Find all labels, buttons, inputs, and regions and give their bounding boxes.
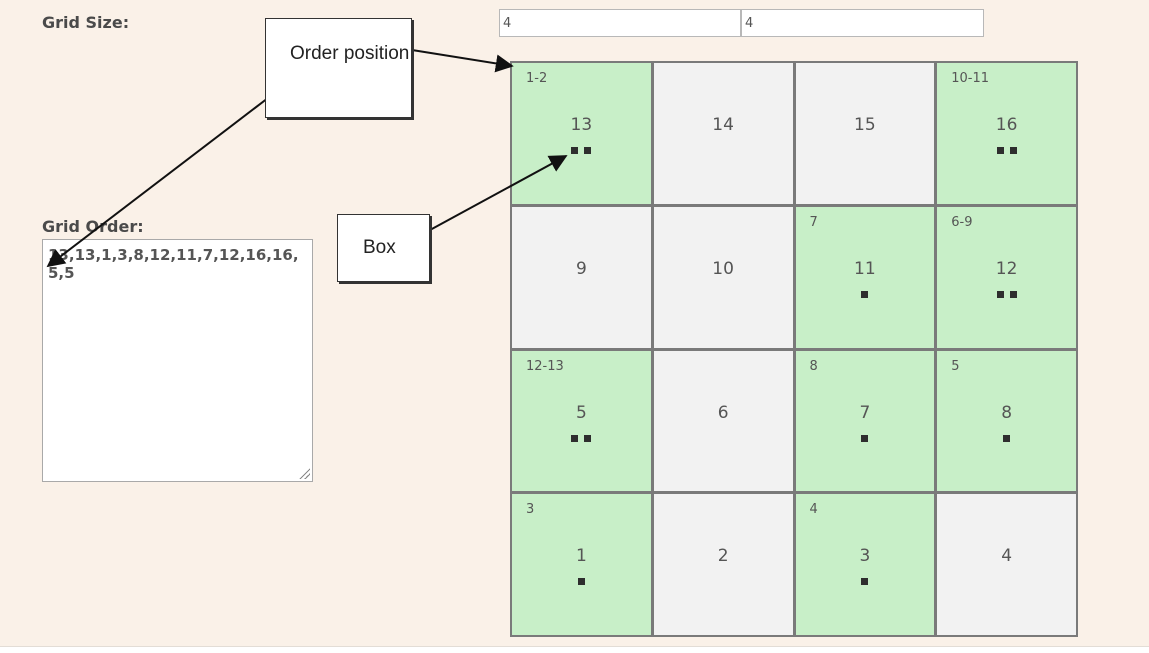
grid-cell[interactable]: 1-2 13 <box>512 63 651 204</box>
cell-number: 10 <box>712 258 734 279</box>
grid-cell[interactable]: 10-11 16 <box>937 63 1076 204</box>
box-markers <box>512 578 651 586</box>
grid-order-textarea[interactable]: 13,13,1,3,8,12,11,7,12,16,16,5,5 <box>42 239 313 482</box>
box-markers <box>937 147 1076 154</box>
grid-cell[interactable]: 10 <box>653 206 793 348</box>
grid-cell[interactable]: 15 <box>795 63 935 204</box>
box-markers <box>937 290 1076 298</box>
order-position-label: 4 <box>809 502 818 518</box>
cell-number: 6 <box>717 402 729 423</box>
cell-number: 16 <box>995 115 1018 135</box>
order-position-label: 1-2 <box>526 71 548 86</box>
grid-size-label: Grid Size: <box>42 13 130 32</box>
grid-cell[interactable]: 7 11 <box>795 206 935 348</box>
box-marker <box>861 290 869 298</box>
cell-number: 15 <box>854 115 876 135</box>
order-position-label: 7 <box>809 214 818 230</box>
resize-grip-icon[interactable] <box>298 467 310 479</box>
grid-cell[interactable]: 2 <box>653 494 793 635</box>
box-marker <box>571 147 579 154</box>
order-position-label: 8 <box>809 358 818 374</box>
box-marker <box>571 434 579 442</box>
arrow-to-order-position <box>411 49 514 73</box>
grid-order-label: Grid Order: <box>42 217 144 236</box>
cell-number: 1 <box>575 546 587 567</box>
order-position-label: 6-9 <box>951 214 973 230</box>
cell-number: 7 <box>859 402 871 423</box>
grid-cell[interactable]: 9 <box>512 206 651 348</box>
box-marker <box>996 147 1004 154</box>
box-marker <box>1009 290 1017 298</box>
box-marker <box>996 290 1004 298</box>
box-marker <box>584 434 592 442</box>
box-marker <box>1009 147 1017 154</box>
box-markers <box>796 434 935 442</box>
box-markers <box>796 290 935 298</box>
order-position-label: 12-13 <box>526 358 564 374</box>
order-position-label: 5 <box>951 358 960 374</box>
box-marker <box>861 434 869 442</box>
grid-cell[interactable]: 6-9 12 <box>937 206 1076 348</box>
order-position-callout-text: Order position <box>290 43 410 64</box>
box-marker <box>861 578 869 586</box>
box-markers <box>512 147 651 154</box>
cell-number: 3 <box>859 546 871 567</box>
box-markers <box>796 578 935 586</box>
cell-number: 11 <box>854 258 876 279</box>
cell-number: 5 <box>575 402 587 423</box>
box-marker <box>1003 434 1011 442</box>
box-callout-text: Box <box>363 237 396 258</box>
grid-width-input[interactable] <box>499 9 741 37</box>
grid-order-text: 13,13,1,3,8,12,11,7,12,16,16,5,5 <box>48 246 299 282</box>
box-markers <box>937 434 1076 442</box>
grid-cell[interactable]: 6 <box>653 350 793 492</box>
grid-height-input[interactable] <box>741 9 984 37</box>
order-position-label: 10-11 <box>951 71 990 86</box>
grid-cell[interactable]: 12-13 5 <box>512 350 651 492</box>
box-marker <box>584 147 592 154</box>
box-marker <box>577 578 585 586</box>
cell-number: 2 <box>717 546 729 567</box>
box-callout: Box <box>337 214 430 282</box>
cell-number: 13 <box>570 115 593 135</box>
cell-number: 14 <box>712 115 734 135</box>
cell-number: 8 <box>1001 402 1013 423</box>
order-position-label: 3 <box>526 502 535 518</box>
cell-number: 9 <box>575 258 587 279</box>
grid-cell[interactable]: 14 <box>653 63 793 204</box>
order-position-callout: Order position <box>265 18 412 118</box>
grid-cell[interactable]: 4 <box>937 494 1076 635</box>
box-markers <box>512 434 651 442</box>
cell-number: 4 <box>1001 546 1013 567</box>
cell-number: 12 <box>995 258 1018 279</box>
